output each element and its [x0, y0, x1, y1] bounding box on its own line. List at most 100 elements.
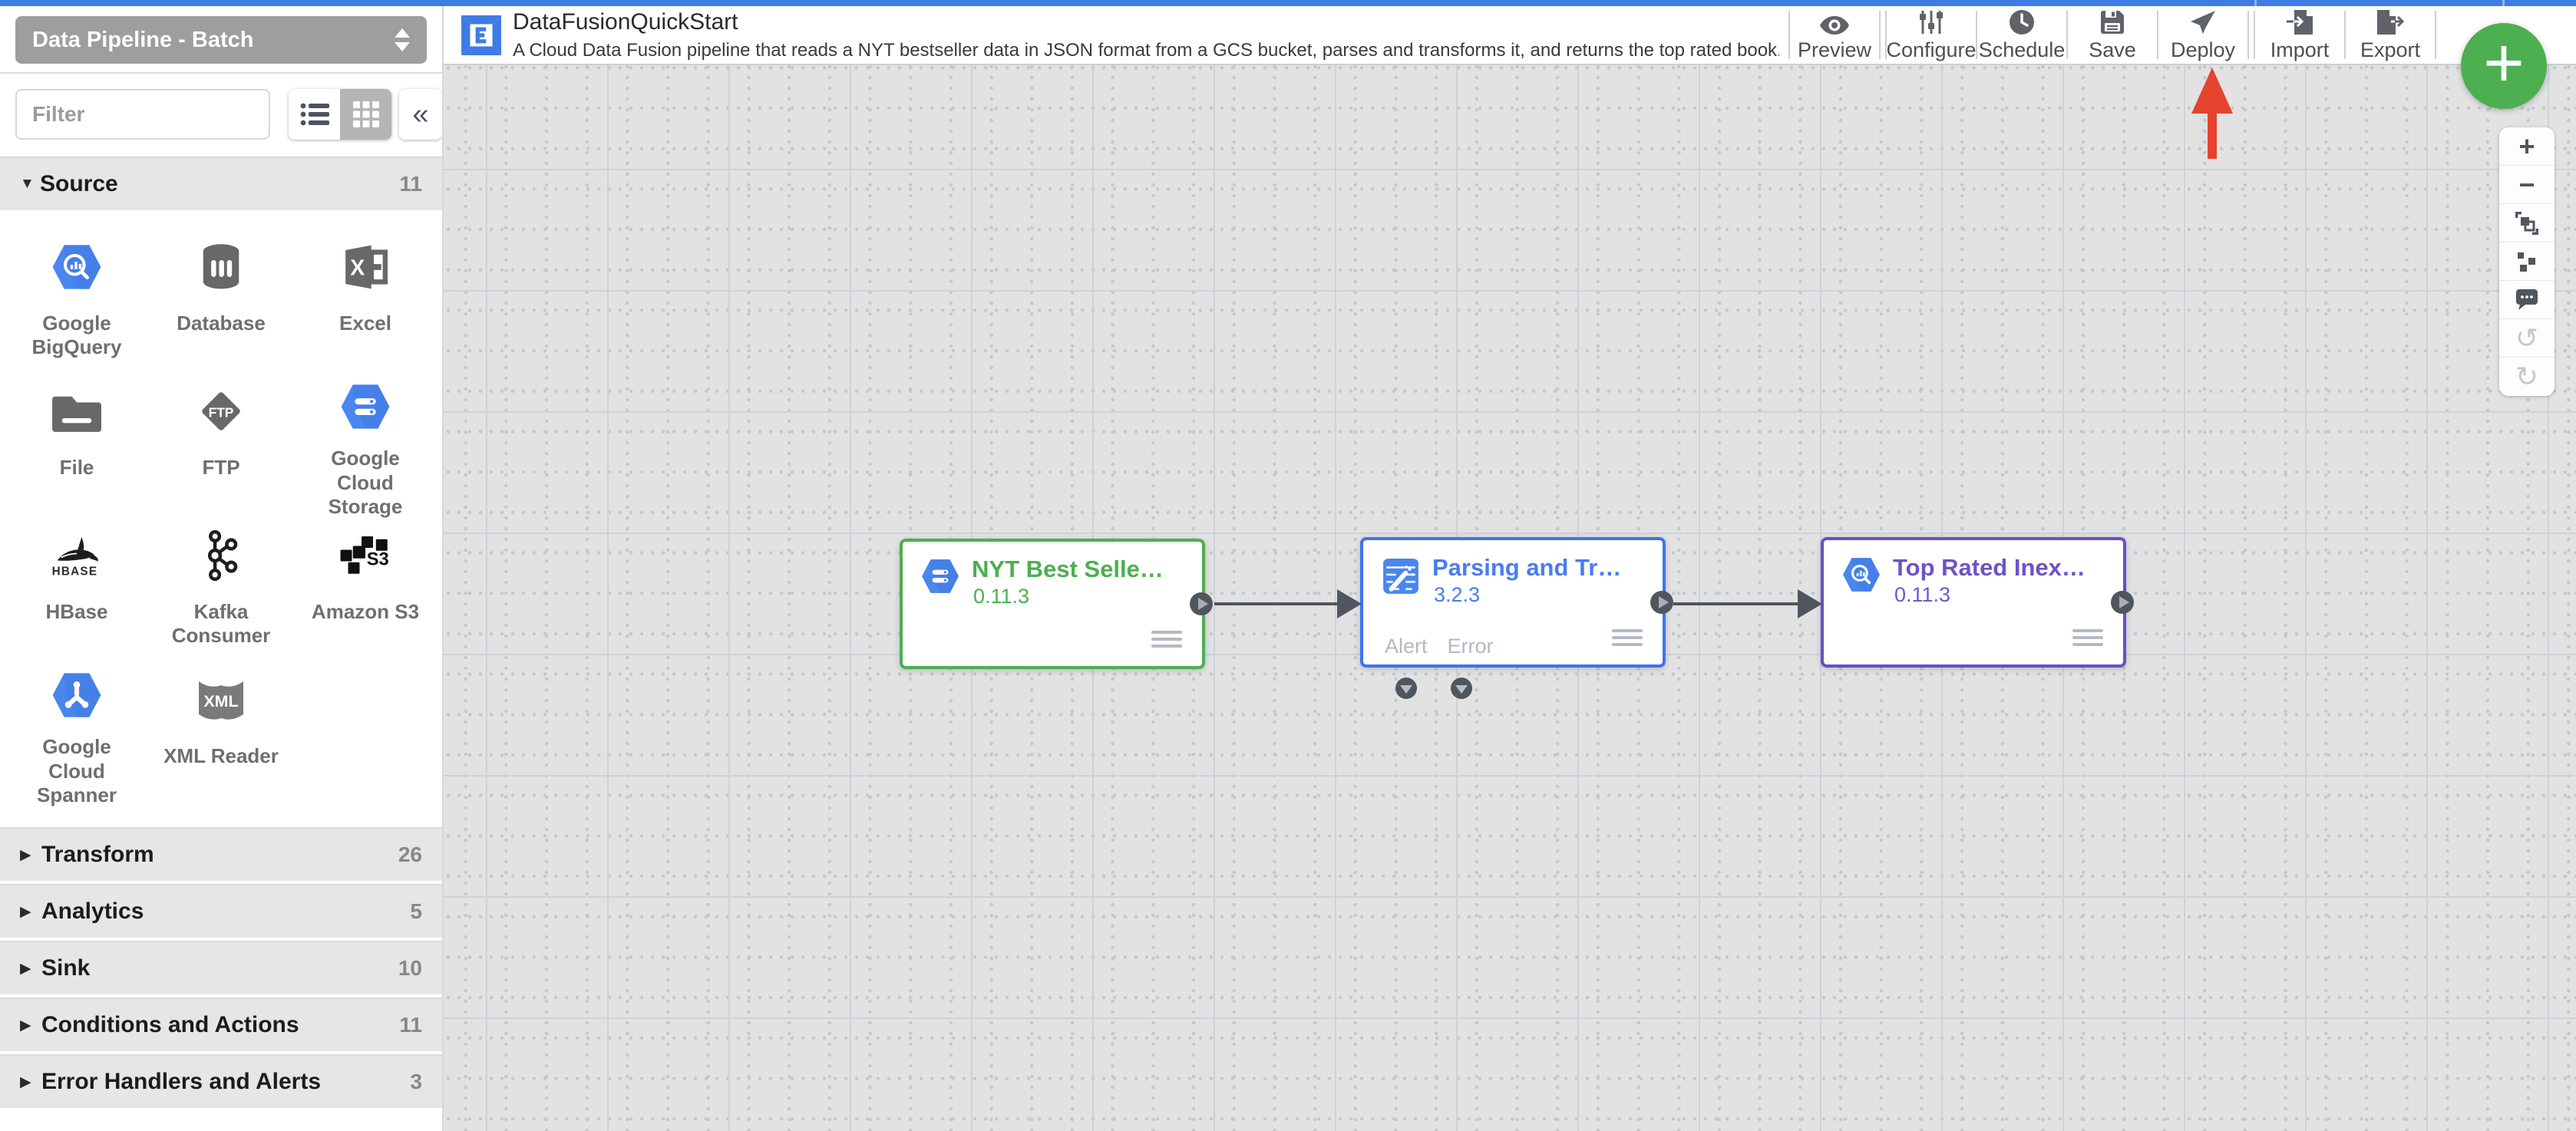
list-view-button[interactable]: [289, 89, 340, 140]
preview-button[interactable]: Preview: [1790, 6, 1879, 64]
section-header-transform[interactable]: ▶ Transform 26: [0, 827, 442, 881]
database-cylinder-icon: [199, 230, 243, 304]
chevron-right-icon: ▶: [20, 1017, 31, 1034]
pipeline-toolbar: Preview Configure Schedule: [1788, 6, 2436, 64]
section-header-conditions-and-actions[interactable]: ▶ Conditions and Actions 11: [0, 997, 442, 1051]
node-title: Top Rated Inex…: [1893, 554, 2086, 581]
import-button[interactable]: Import: [2255, 6, 2344, 64]
section-header-source[interactable]: ▼ Source 11: [0, 157, 442, 210]
node-version: 0.11.3: [973, 585, 1030, 608]
align-nodes-button[interactable]: [2499, 242, 2555, 281]
zoom-in-button[interactable]: +: [2499, 127, 2555, 166]
toolbar-divider: [1788, 11, 1790, 59]
undo-icon: ↺: [2515, 321, 2539, 354]
plus-icon: +: [2483, 24, 2525, 102]
export-button[interactable]: Export: [2346, 6, 2435, 64]
topbar-divider: [2254, 0, 2257, 6]
plugin-amazon-s3[interactable]: S3 Amazon S3: [293, 519, 438, 663]
section-label: Source: [40, 171, 118, 196]
plugin-google-cloud-storage[interactable]: Google Cloud Storage: [293, 374, 438, 519]
toolbar-divider: [2435, 11, 2436, 59]
node-nyt-best-sellers[interactable]: NYT Best Selle… 0.11.3: [900, 539, 1213, 669]
plugin-excel[interactable]: X Excel: [293, 230, 438, 374]
excel-icon: X: [342, 230, 389, 304]
alert-port[interactable]: [1395, 678, 1417, 699]
grid-view-icon: [352, 101, 379, 127]
svg-text:FTP: FTP: [209, 404, 234, 420]
dropdown-arrows-icon: [395, 28, 410, 51]
node-menu-icon[interactable]: [1151, 631, 1182, 648]
section-header-sink[interactable]: ▶ Sink 10: [0, 941, 442, 994]
node-version: 0.11.3: [1894, 583, 1951, 606]
floppy-icon: [2099, 8, 2125, 35]
kafka-icon: [203, 519, 239, 592]
section-count: 11: [399, 172, 422, 196]
toolbar-divider: [2066, 11, 2068, 59]
pipeline-header: DataFusionQuickStart A Cloud Data Fusion…: [444, 6, 2576, 65]
sliders-icon: [1918, 8, 1944, 35]
node-port-labels: Alert Error: [1385, 635, 1494, 658]
node-version: 3.2.3: [1434, 583, 1481, 606]
plugin-file[interactable]: File: [5, 374, 149, 519]
error-port[interactable]: [1451, 678, 1472, 699]
fit-to-screen-button[interactable]: [2499, 204, 2555, 242]
plugin-google-bigquery[interactable]: Google BigQuery: [5, 230, 149, 374]
comment-button[interactable]: [2499, 281, 2555, 319]
schedule-button[interactable]: Schedule: [1977, 6, 2066, 64]
node-menu-icon[interactable]: [1612, 629, 1643, 646]
plugin-hbase[interactable]: HBASE HBase: [5, 519, 149, 663]
spanner-hexagon-icon: [51, 663, 102, 727]
add-plugin-fab[interactable]: +: [2461, 23, 2547, 109]
collapse-sidebar-button[interactable]: «: [399, 89, 442, 140]
node-title: NYT Best Selle…: [972, 556, 1164, 582]
eye-icon: [1819, 8, 1850, 35]
plugin-ftp[interactable]: FTP FTP: [149, 374, 293, 519]
clock-icon: [2009, 8, 2035, 35]
gcs-hexagon-icon: [921, 559, 959, 597]
error-port-label: Error: [1447, 635, 1494, 658]
pipeline-type-row: Data Pipeline - Batch: [0, 6, 442, 74]
section-header-analytics[interactable]: ▶ Analytics 5: [0, 884, 442, 938]
plugin-kafka-consumer[interactable]: Kafka Consumer: [149, 519, 293, 663]
undo-button[interactable]: ↺: [2499, 319, 2555, 358]
list-view-icon: [300, 103, 329, 126]
view-toggle: [289, 89, 391, 140]
plugin-xml-reader[interactable]: XML XML Reader: [149, 663, 293, 807]
filter-input[interactable]: [15, 89, 270, 140]
node-top-rated-inexpensive[interactable]: Top Rated Inex… 0.11.3: [1821, 537, 2134, 668]
node-output-port[interactable]: [2111, 591, 2134, 614]
pipeline-description: A Cloud Data Fusion pipeline that reads …: [513, 40, 1779, 61]
align-nodes-icon: [2518, 252, 2535, 272]
paper-plane-icon: [2189, 8, 2217, 35]
node-output-port[interactable]: [1650, 591, 1673, 614]
zoom-out-button[interactable]: −: [2499, 166, 2555, 204]
canvas-controls: + − ↺ ↻: [2499, 127, 2555, 396]
plugin-google-cloud-spanner[interactable]: Google Cloud Spanner: [5, 663, 149, 807]
bigquery-hexagon-icon: [1842, 557, 1881, 595]
cdap-logo-icon: [461, 15, 501, 55]
chevron-right-icon: ▶: [20, 1073, 31, 1090]
save-button[interactable]: Save: [2068, 6, 2157, 64]
node-parsing-and-transform[interactable]: Parsing and Tr… 3.2.3 Alert Error: [1360, 537, 1673, 699]
toolbar-divider: [2344, 11, 2346, 59]
pipeline-type-dropdown[interactable]: Data Pipeline - Batch: [15, 16, 427, 64]
deploy-button[interactable]: Deploy: [2158, 6, 2247, 64]
section-header-error-handlers-and-alerts[interactable]: ▶ Error Handlers and Alerts 3: [0, 1054, 442, 1108]
alert-port-label: Alert: [1385, 635, 1428, 658]
node-title: Parsing and Tr…: [1432, 554, 1622, 581]
chevron-down-icon: ▼: [20, 176, 35, 192]
svg-text:X: X: [350, 256, 365, 280]
topbar-divider: [2502, 0, 2505, 6]
pipeline-type-label: Data Pipeline - Batch: [32, 27, 254, 52]
redo-button[interactable]: ↻: [2499, 358, 2555, 396]
chevron-right-icon: ▶: [20, 960, 31, 977]
grid-view-button[interactable]: [340, 89, 391, 140]
palette-filter-row: «: [0, 74, 442, 157]
node-menu-icon[interactable]: [2072, 629, 2103, 646]
comment-icon: [2516, 289, 2538, 310]
node-output-port[interactable]: [1190, 592, 1213, 615]
source-plugin-grid: Google BigQuery Database: [0, 210, 442, 815]
configure-button[interactable]: Configure: [1886, 6, 1977, 64]
plugin-database[interactable]: Database: [149, 230, 293, 374]
